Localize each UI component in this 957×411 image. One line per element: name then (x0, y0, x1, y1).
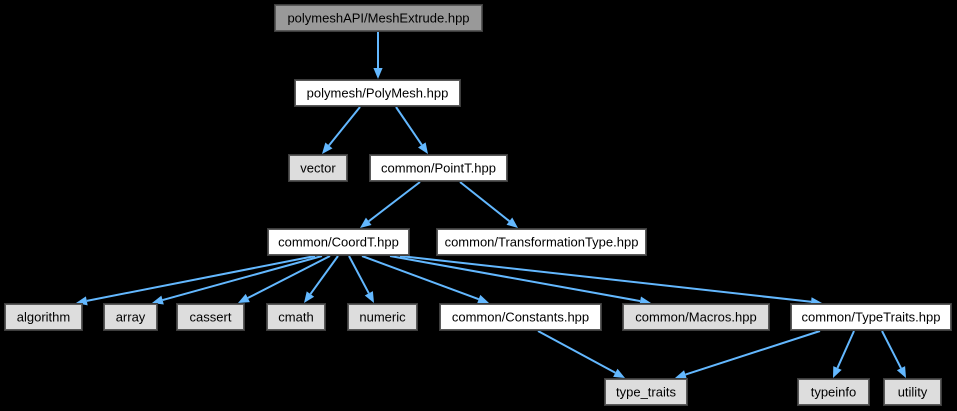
graph-node-polymesh[interactable]: polymesh/PolyMesh.hpp (294, 79, 461, 107)
edge-line (836, 330, 855, 369)
graph-node-label: utility (897, 384, 928, 399)
graph-node-label: polymesh/PolyMesh.hpp (306, 85, 449, 100)
graph-node-label: common/Macros.hpp (635, 309, 757, 324)
edge-arrowhead (304, 291, 315, 303)
edge-line (395, 106, 423, 146)
edge-arrowhead (477, 294, 489, 304)
graph-node-label: type_traits (616, 384, 676, 399)
edge-arrowhead (613, 368, 625, 378)
graph-node-label: algorithm (16, 309, 71, 324)
edge-line (368, 181, 421, 223)
graph-node-vector[interactable]: vector (288, 154, 348, 182)
graph-node-pointt[interactable]: common/PointT.hpp (369, 154, 508, 182)
edge-arrowhead (418, 142, 428, 154)
edge-arrowhead (364, 291, 374, 303)
graph-node-label: numeric (359, 309, 406, 324)
edge-line (247, 255, 331, 299)
graph-node-cassert[interactable]: cassert (176, 303, 245, 331)
edge-line (389, 255, 641, 303)
edge-arrowhead (238, 293, 250, 303)
edge-line (309, 255, 339, 295)
graph-node-label: common/CoordT.hpp (278, 234, 399, 249)
edge-line (537, 330, 616, 374)
edge-line (361, 255, 480, 301)
edge-line (399, 255, 812, 303)
edge-arrowhead (322, 142, 333, 154)
edge-line (685, 330, 821, 376)
graph-node-label: typeinfo (810, 384, 857, 399)
graph-node-typetraits[interactable]: common/TypeTraits.hpp (790, 303, 952, 331)
edge-arrowhead (506, 217, 518, 228)
edge-line (86, 255, 316, 302)
graph-node-coordt[interactable]: common/CoordT.hpp (267, 228, 410, 256)
graph-node-numeric[interactable]: numeric (347, 303, 418, 331)
graph-node-cmath[interactable]: cmath (266, 303, 326, 331)
edge-line (881, 330, 902, 369)
graph-node-type_traits[interactable]: type_traits (604, 378, 688, 406)
graph-node-label: polymeshAPI/MeshExtrude.hpp (287, 10, 470, 25)
graph-node-label: cassert (189, 309, 232, 324)
edge-line (328, 106, 361, 147)
graph-node-label: common/TypeTraits.hpp (801, 309, 941, 324)
graph-node-constants[interactable]: common/Constants.hpp (439, 303, 602, 331)
graph-node-label: common/TransformationType.hpp (444, 234, 639, 249)
graph-node-label: vector (300, 160, 336, 175)
edge-line (162, 255, 323, 302)
edge-arrowhead (360, 217, 372, 228)
edge-line (459, 181, 511, 222)
graph-node-array[interactable]: array (103, 303, 158, 331)
graph-node-label: array (115, 309, 146, 324)
graph-node-typeinfo[interactable]: typeinfo (797, 378, 870, 406)
edge-line (348, 255, 370, 294)
graph-node-transformationtype[interactable]: common/TransformationType.hpp (436, 228, 647, 256)
graph-node-macros[interactable]: common/Macros.hpp (622, 303, 770, 331)
graph-node-label: common/Constants.hpp (451, 309, 590, 324)
graph-node-meshextrude[interactable]: polymeshAPI/MeshExtrude.hpp (274, 4, 483, 32)
edge-arrowhead (373, 68, 383, 79)
edge-arrowhead (896, 366, 906, 378)
graph-node-label: cmath (278, 309, 314, 324)
graph-node-label: common/PointT.hpp (381, 160, 496, 175)
graph-node-utility[interactable]: utility (883, 378, 942, 406)
graph-node-algorithm[interactable]: algorithm (4, 303, 83, 331)
edge-arrowhead (675, 370, 687, 379)
edge-arrowhead (833, 366, 842, 378)
